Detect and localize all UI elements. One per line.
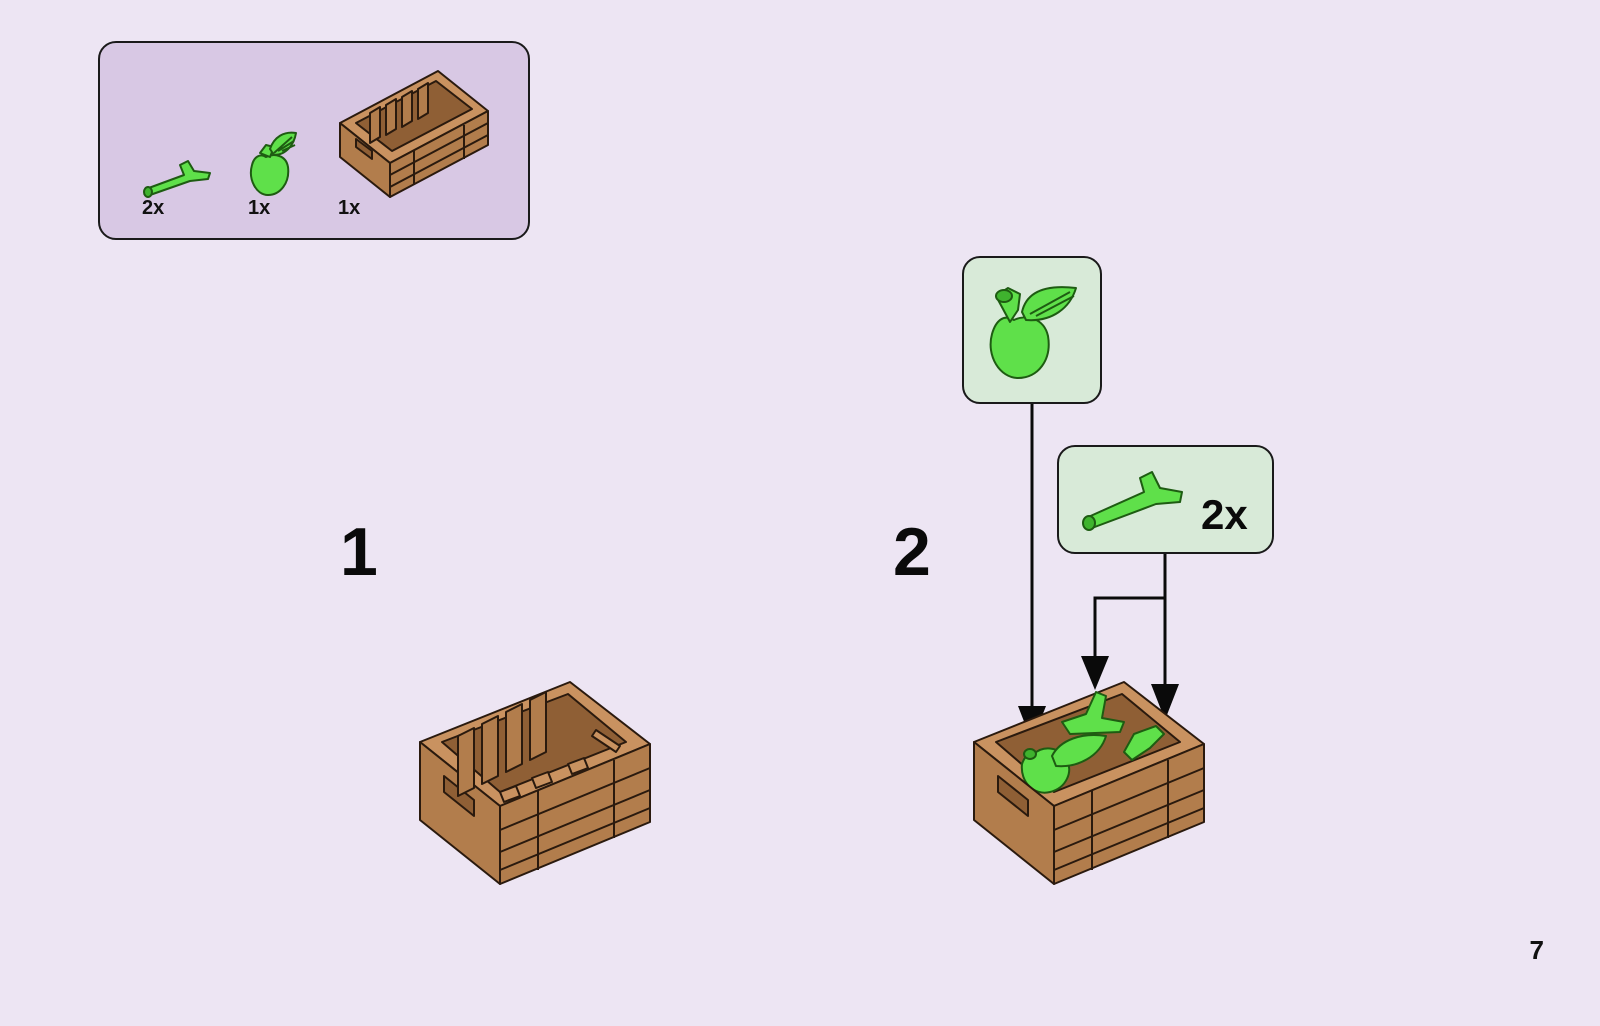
stem-piece-icon bbox=[1083, 472, 1182, 530]
apple-icon bbox=[991, 287, 1076, 378]
assembled-crate-icon bbox=[974, 682, 1204, 884]
page-number: 7 bbox=[1530, 935, 1544, 966]
